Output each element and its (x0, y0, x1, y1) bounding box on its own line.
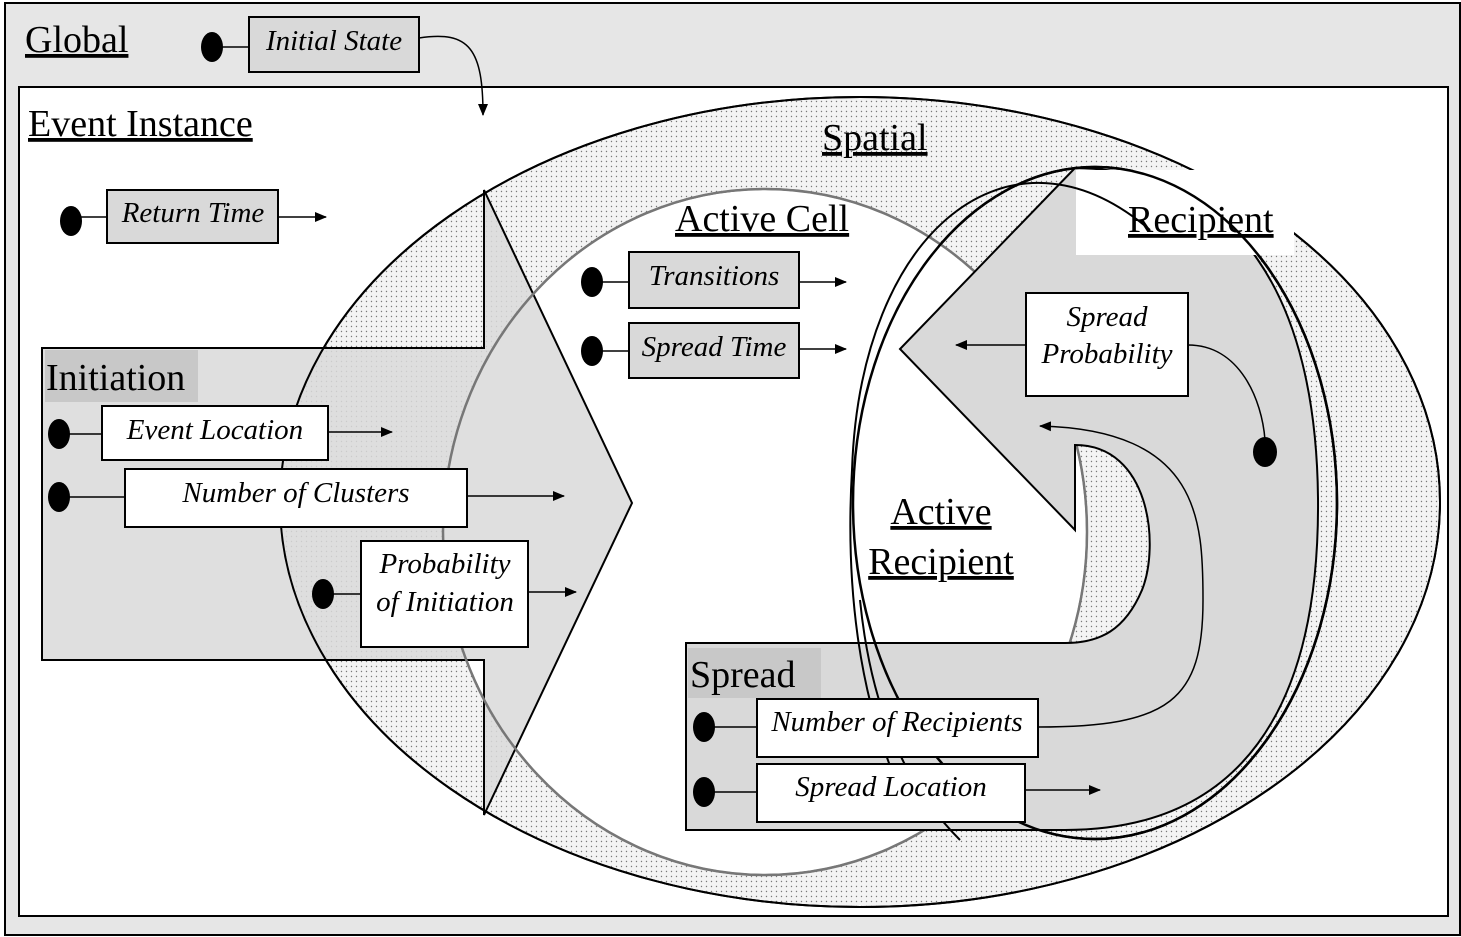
initial-state-dot (201, 32, 223, 62)
transitions-box (628, 251, 800, 309)
probability-of-initiation-label-line1: Probability (378, 548, 510, 580)
probability-of-initiation-box (360, 540, 529, 648)
number-of-recipients-label: Number of Recipients (770, 706, 1022, 738)
spread-location-param: Spread Location (693, 763, 1101, 823)
transitions-param: Transitions (581, 251, 847, 309)
spread-time-param: Spread Time (581, 322, 847, 379)
spread-probability-dot (1253, 437, 1277, 467)
event-instance-title: Event Instance (28, 103, 253, 145)
event-location-label: Event Location (126, 414, 303, 446)
spread-title: Spread (690, 654, 796, 696)
spread-time-label: Spread Time (642, 331, 787, 363)
initiation-label-bg (45, 350, 198, 402)
number-of-recipients-box (756, 698, 1039, 758)
event-location-box (101, 405, 329, 461)
initial-state-param: Initial State (201, 16, 488, 116)
return-time-dot (60, 206, 82, 236)
transitions-dot (581, 267, 603, 297)
spread-probability-param: Spread Probability (955, 292, 1277, 467)
active-recipient-title-line1: Active (890, 491, 991, 533)
return-time-param: Return Time (60, 189, 327, 244)
probability-of-initiation-label-line2: of Initiation (376, 586, 514, 618)
spread-probability-label-line2: Probability (1040, 338, 1172, 370)
number-of-recipients-param: Number of Recipients (693, 421, 1204, 758)
probability-of-initiation-dot (312, 579, 334, 609)
spread-probability-label-line1: Spread (1066, 301, 1148, 333)
recipient-outline (851, 165, 1339, 841)
global-title: Global (25, 19, 128, 61)
active-cell-outline (441, 187, 1089, 877)
return-time-label: Return Time (121, 197, 265, 229)
spread-time-dot (581, 336, 603, 366)
spread-probability-link (1187, 344, 1266, 441)
number-of-recipients-dot (693, 712, 715, 742)
number-of-clusters-box (124, 468, 468, 528)
spread-location-dot (693, 777, 715, 807)
active-recipient-outline (849, 182, 1151, 791)
spatial-title: Spatial (822, 117, 928, 159)
initial-state-box (248, 16, 420, 73)
spread-time-box (628, 322, 800, 379)
initiation-title: Initiation (46, 357, 185, 399)
transitions-label: Transitions (649, 260, 780, 292)
return-time-box (106, 189, 279, 244)
active-recipient-title-line2: Recipient (868, 541, 1014, 583)
spread-label-bg (688, 648, 821, 698)
spread-location-box (756, 763, 1026, 823)
event-location-dot (48, 419, 70, 449)
number-of-clusters-dot (48, 482, 70, 512)
spread-location-label: Spread Location (795, 771, 986, 803)
event-location-param: Event Location (48, 405, 393, 461)
initial-state-arrow (418, 35, 488, 116)
number-of-recipients-arrow (1037, 421, 1204, 728)
number-of-clusters-param: Number of Clusters (48, 468, 565, 528)
number-of-clusters-label: Number of Clusters (181, 477, 409, 509)
recipient-title: Recipient (1128, 199, 1274, 241)
active-cell-title: Active Cell (675, 198, 849, 240)
initial-state-label: Initial State (265, 25, 402, 57)
recipient-label-bg (1076, 170, 1294, 255)
probability-of-initiation-param: Probability of Initiation (312, 540, 577, 648)
